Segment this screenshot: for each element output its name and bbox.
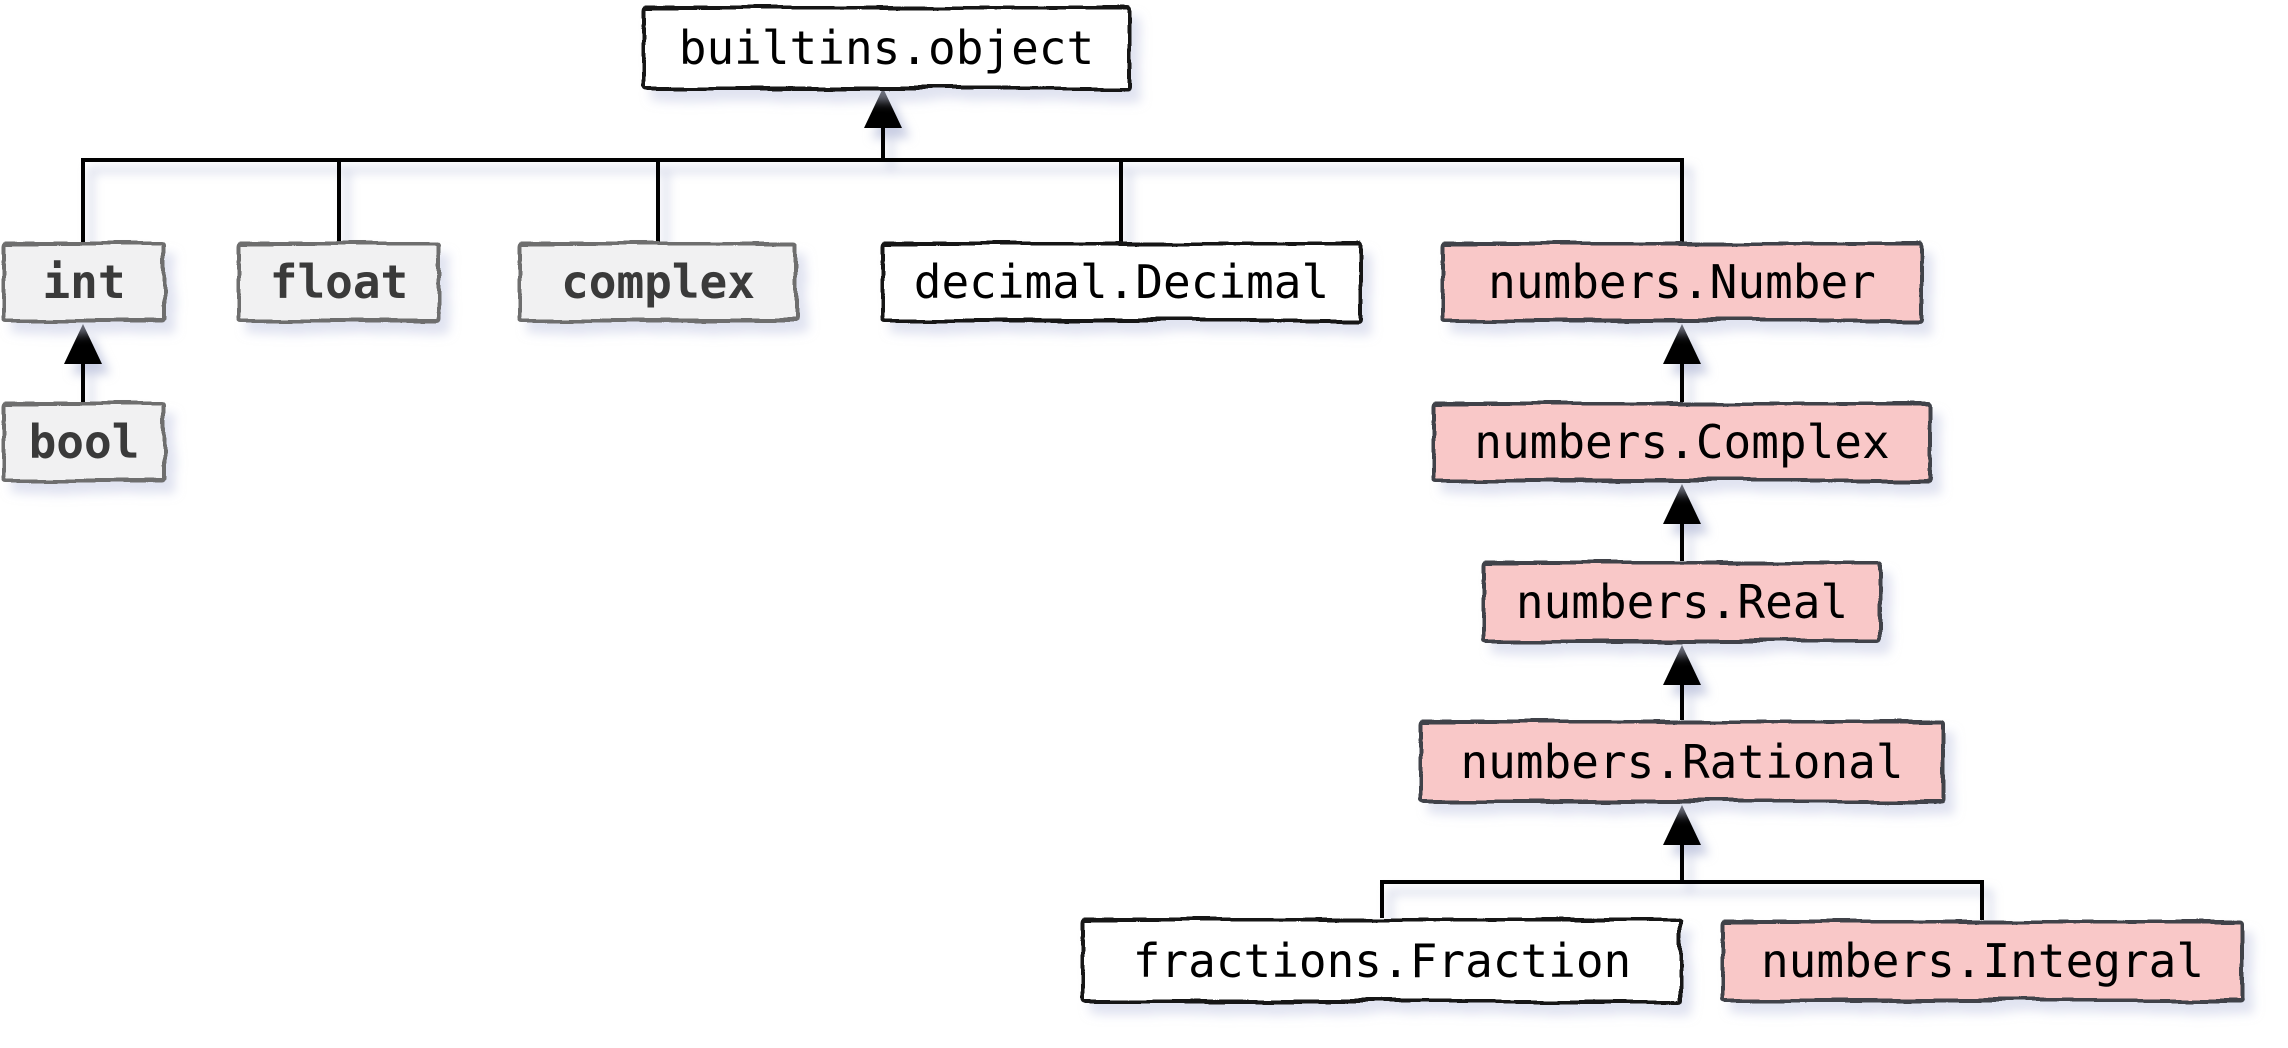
edge-bottom-bus <box>1380 880 1984 884</box>
edge-line-rational-to-real <box>1680 683 1684 720</box>
node-complex: complex <box>518 242 798 322</box>
arrowhead-triangle <box>64 324 102 364</box>
node-label: complex <box>561 255 755 309</box>
node-label: numbers.Rational <box>1460 734 1904 789</box>
edge-drop-numbers-number <box>1680 162 1684 242</box>
node-box <box>881 242 1362 322</box>
node-decimal-decimal: decimal.Decimal <box>881 242 1362 322</box>
node-builtins-object: builtins.object <box>642 6 1131 90</box>
arrowhead-int <box>64 324 102 364</box>
node-label: fractions.Fraction <box>1132 933 1632 988</box>
node-label: builtins.object <box>678 21 1095 75</box>
node-float: float <box>237 242 441 322</box>
node-box <box>1482 561 1882 643</box>
edge-drop-fractions-fraction <box>1380 884 1384 918</box>
arrowhead-numbers-rational <box>1663 805 1701 845</box>
edge-drop-complex <box>656 162 660 242</box>
node-box <box>642 6 1131 90</box>
edge-line-bus-to-rational <box>1680 843 1684 880</box>
edge-line-real-to-complex <box>1680 522 1684 561</box>
edge-line-bool-to-int <box>81 362 85 402</box>
node-box <box>1432 402 1932 482</box>
edge-drop-numbers-integral <box>1980 884 1984 920</box>
arrowhead-builtins-object <box>864 88 902 128</box>
node-int: int <box>2 242 166 322</box>
edge-drop-int <box>81 162 85 242</box>
node-label: bool <box>28 415 140 469</box>
node-box <box>518 242 798 322</box>
node-numbers-number: numbers.Number <box>1441 242 1923 322</box>
node-numbers-complex: numbers.Complex <box>1432 402 1932 482</box>
node-label: numbers.Integral <box>1760 934 2205 988</box>
node-label: float <box>269 255 409 309</box>
node-box <box>1081 918 1683 1003</box>
node-box <box>2 242 166 322</box>
node-numbers-real: numbers.Real <box>1482 561 1882 643</box>
node-label: numbers.Number <box>1488 255 1876 309</box>
edge-line-to-builtins-object <box>881 124 885 162</box>
node-numbers-rational: numbers.Rational <box>1419 720 1945 803</box>
arrowhead-triangle <box>864 88 902 128</box>
node-bool: bool <box>2 402 166 482</box>
node-box <box>237 242 441 322</box>
node-box <box>1441 242 1923 322</box>
node-box <box>2 402 166 482</box>
node-label: numbers.Complex <box>1474 415 1890 469</box>
node-box <box>1419 720 1945 803</box>
arrowhead-triangle <box>1663 805 1701 845</box>
arrowhead-triangle <box>1663 324 1701 364</box>
arrowhead-numbers-complex <box>1663 484 1701 524</box>
arrowhead-numbers-real <box>1663 645 1701 685</box>
node-box <box>1721 920 2244 1002</box>
node-label: decimal.Decimal <box>913 255 1330 309</box>
arrowhead-triangle <box>1663 645 1701 685</box>
edge-drop-decimal-decimal <box>1119 162 1123 242</box>
arrowhead-numbers-number <box>1663 324 1701 364</box>
node-numbers-integral: numbers.Integral <box>1721 920 2244 1002</box>
node-label: numbers.Real <box>1515 575 1849 629</box>
node-fractions-fraction: fractions.Fraction <box>1081 918 1683 1003</box>
edge-drop-float <box>337 162 341 242</box>
arrowhead-triangle <box>1663 484 1701 524</box>
edge-line-complex-to-number <box>1680 362 1684 402</box>
node-label: int <box>42 255 126 309</box>
